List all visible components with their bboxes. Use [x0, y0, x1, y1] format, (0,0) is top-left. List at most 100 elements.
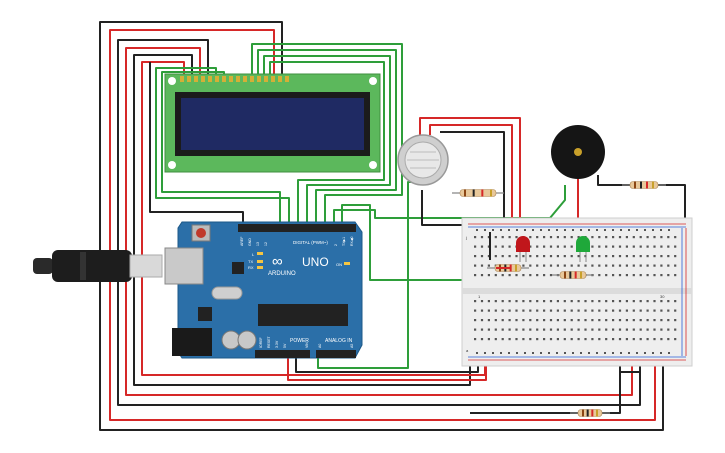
bb-hole[interactable] [618, 264, 622, 267]
bb-hole[interactable] [605, 255, 608, 258]
bb-hole[interactable] [646, 274, 649, 277]
bb-hole[interactable] [563, 319, 566, 322]
bb-hole[interactable] [508, 274, 511, 277]
bb-hole[interactable] [549, 236, 553, 239]
lcd-pin[interactable] [194, 76, 198, 82]
bb-rail-hole[interactable] [540, 229, 542, 231]
bb-hole[interactable] [494, 274, 497, 277]
bb-hole[interactable] [480, 338, 484, 341]
bb-hole[interactable] [605, 264, 608, 267]
usb-b-port[interactable] [164, 247, 204, 285]
bb-hole[interactable] [598, 274, 601, 277]
bb-hole[interactable] [639, 328, 642, 331]
bb-hole[interactable] [515, 309, 518, 312]
bb-rail-hole[interactable] [620, 229, 622, 231]
bb-hole[interactable] [487, 274, 490, 277]
bb-hole[interactable] [529, 245, 532, 248]
lcd-pin[interactable] [187, 76, 191, 82]
bb-hole[interactable] [674, 274, 677, 277]
bb-hole[interactable] [501, 300, 504, 303]
bb-rail-hole[interactable] [604, 352, 606, 354]
bb-hole[interactable] [543, 338, 546, 341]
bb-hole[interactable] [508, 236, 511, 239]
bb-hole[interactable] [605, 338, 608, 341]
bb-hole[interactable] [646, 338, 649, 341]
bb-hole[interactable] [536, 274, 539, 277]
bb-hole[interactable] [480, 328, 484, 331]
bb-rail-hole[interactable] [556, 229, 558, 231]
bb-hole[interactable] [598, 309, 601, 312]
bb-rail-hole[interactable] [532, 352, 534, 354]
bb-hole[interactable] [653, 255, 656, 258]
bb-hole[interactable] [474, 300, 477, 303]
bb-hole[interactable] [639, 245, 642, 248]
bb-hole[interactable] [625, 328, 628, 331]
bb-rail-hole[interactable] [596, 229, 598, 231]
bb-hole[interactable] [501, 328, 504, 331]
bb-rail-hole[interactable] [500, 352, 502, 354]
bb-rail-hole[interactable] [516, 229, 518, 231]
bb-hole[interactable] [674, 319, 677, 322]
bb-hole[interactable] [494, 328, 497, 331]
bb-hole[interactable] [625, 309, 628, 312]
bb-hole[interactable] [646, 255, 649, 258]
bb-hole[interactable] [577, 328, 580, 331]
bb-hole[interactable] [660, 319, 663, 322]
lcd-pin[interactable] [264, 76, 268, 82]
bb-hole[interactable] [494, 300, 497, 303]
bb-hole[interactable] [529, 255, 532, 258]
bb-hole[interactable] [598, 236, 601, 239]
bb-hole[interactable] [639, 255, 642, 258]
bb-hole[interactable] [591, 255, 594, 258]
bb-hole[interactable] [577, 264, 580, 267]
bb-hole[interactable] [577, 255, 580, 258]
bb-hole[interactable] [653, 236, 656, 239]
bb-hole[interactable] [570, 264, 573, 267]
bb-hole[interactable] [556, 328, 559, 331]
bb-hole[interactable] [646, 328, 649, 331]
lcd-pin-header[interactable] [180, 76, 289, 82]
bb-rail-hole[interactable] [660, 229, 662, 231]
bb-hole[interactable] [487, 328, 490, 331]
lcd-pin[interactable] [201, 76, 205, 82]
bb-hole[interactable] [660, 264, 663, 267]
bb-hole[interactable] [612, 255, 615, 258]
bb-hole[interactable] [494, 309, 497, 312]
bb-hole[interactable] [598, 264, 601, 267]
bb-hole[interactable] [612, 319, 615, 322]
bb-hole[interactable] [536, 309, 539, 312]
bb-hole[interactable] [501, 309, 504, 312]
bb-hole[interactable] [591, 319, 594, 322]
bb-hole[interactable] [598, 255, 601, 258]
bb-hole[interactable] [543, 245, 546, 248]
lcd-pin[interactable] [285, 76, 289, 82]
bb-hole[interactable] [660, 338, 663, 341]
bb-hole[interactable] [487, 236, 490, 239]
bb-hole[interactable] [522, 300, 525, 303]
arduino-uno[interactable]: ∞ ARDUINO UNO DIGITAL (PWM~) POWER ANALO… [164, 221, 363, 359]
bb-rail-hole[interactable] [604, 229, 606, 231]
bb-hole[interactable] [563, 338, 566, 341]
bb-rail-hole[interactable] [508, 352, 510, 354]
bb-hole[interactable] [563, 255, 566, 258]
bb-hole[interactable] [612, 338, 615, 341]
bb-hole[interactable] [543, 264, 546, 267]
bb-hole[interactable] [515, 236, 518, 239]
lcd-pin[interactable] [257, 76, 261, 82]
bb-hole[interactable] [667, 274, 670, 277]
bb-rail-hole[interactable] [564, 229, 566, 231]
bb-hole[interactable] [549, 300, 553, 303]
lcd-pin[interactable] [271, 76, 275, 82]
bb-hole[interactable] [674, 236, 677, 239]
bb-hole[interactable] [543, 236, 546, 239]
reset-button-cap[interactable] [196, 228, 206, 238]
bb-hole[interactable] [487, 245, 490, 248]
bb-hole[interactable] [522, 264, 525, 267]
bb-hole[interactable] [556, 319, 559, 322]
bb-hole[interactable] [487, 255, 490, 258]
bb-rail-hole[interactable] [636, 352, 638, 354]
bb-hole[interactable] [605, 328, 608, 331]
bb-hole[interactable] [487, 300, 490, 303]
bb-hole[interactable] [501, 245, 504, 248]
bb-hole[interactable] [529, 328, 532, 331]
